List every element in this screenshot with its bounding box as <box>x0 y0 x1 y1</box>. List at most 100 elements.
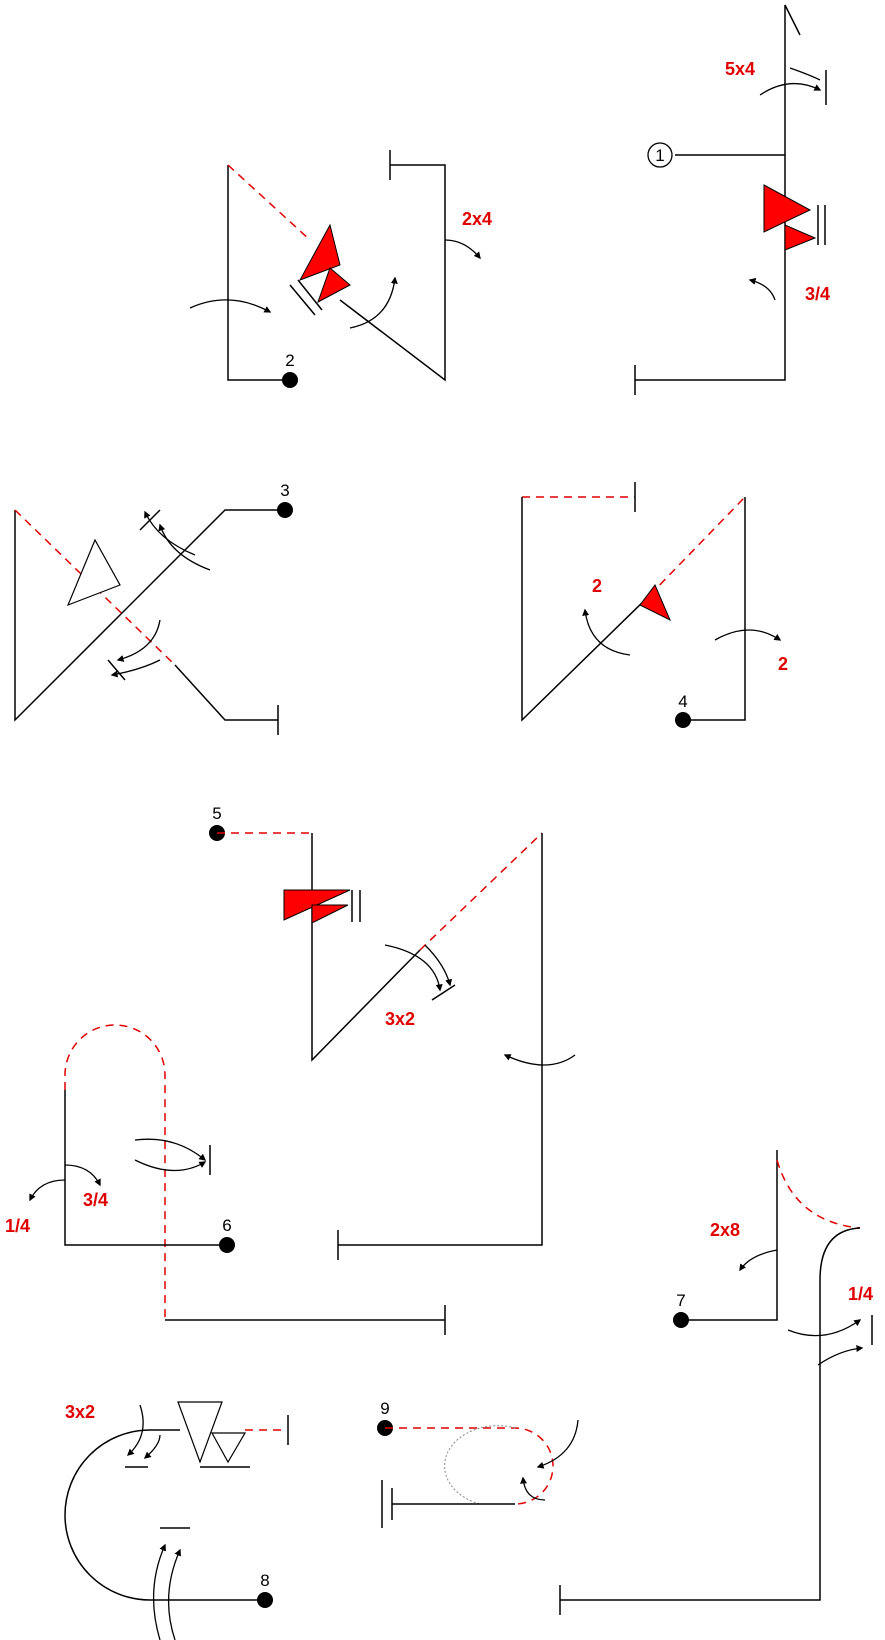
label-2x4: 2x4 <box>462 209 492 229</box>
turn-arrow <box>110 659 161 678</box>
end-bars <box>817 205 826 245</box>
white-triangle-small <box>210 1432 247 1464</box>
turn-arrow <box>787 1319 862 1337</box>
path-line <box>64 1090 225 1246</box>
red-triangle-small <box>317 267 351 304</box>
end-bars <box>289 279 323 316</box>
path-line <box>635 5 786 381</box>
turn-arrow <box>424 944 453 987</box>
path-line <box>683 1150 778 1321</box>
figure-2: 2 2x4 <box>189 150 492 388</box>
path-line <box>685 497 746 721</box>
turn-arc <box>789 67 821 81</box>
turn-arrow <box>29 1179 66 1202</box>
turn-arrow <box>64 1164 101 1187</box>
red-triangle-small <box>784 224 817 251</box>
label-2-b: 2 <box>778 654 788 674</box>
marker-8-label: 8 <box>260 1571 269 1590</box>
marker-dot <box>219 1237 235 1253</box>
dashed-loop <box>385 1427 554 1505</box>
marker-4-label: 4 <box>678 692 687 711</box>
label-1-4-left: 1/4 <box>5 1216 30 1236</box>
figure-9: 9 <box>377 1399 579 1528</box>
turn-arrow <box>134 1159 207 1172</box>
end-bar <box>107 659 126 681</box>
label-5x4: 5x4 <box>725 59 755 79</box>
turn-arrow <box>158 523 211 571</box>
marker-6-label: 6 <box>222 1216 231 1235</box>
figure-7: 7 2x8 1/4 <box>559 1150 873 1615</box>
red-triangle <box>298 223 341 281</box>
marker-3-label: 3 <box>280 481 289 500</box>
path-line <box>14 509 280 722</box>
marker-5-label: 5 <box>212 804 221 823</box>
marker-dot <box>673 1312 689 1328</box>
turn-arrow <box>126 1404 144 1456</box>
dashed-arc <box>776 1159 861 1229</box>
path-line <box>227 165 290 381</box>
path-line <box>784 4 801 36</box>
turn-arrow <box>116 619 161 662</box>
turn-arrow <box>444 239 481 260</box>
path-line <box>174 664 278 721</box>
white-triangle <box>177 1401 223 1464</box>
dotted-arc <box>444 1425 516 1505</box>
turn-arrow <box>739 1249 778 1272</box>
figure-1: 1 5x4 3/4 <box>634 4 830 395</box>
turn-arrow <box>167 1548 181 1640</box>
turn-arrow <box>152 1543 166 1640</box>
end-bar <box>431 984 456 1001</box>
figure-6: 6 3/4 1/4 <box>5 1024 446 1335</box>
path-line <box>338 833 543 1246</box>
path-line <box>339 164 446 382</box>
marker-1-label: 1 <box>655 146 664 165</box>
figure-5: 5 3x2 <box>209 804 576 1260</box>
turn-arrow <box>349 276 398 329</box>
turn-arrow <box>503 1054 576 1066</box>
turn-arrow <box>714 629 782 641</box>
dashed-line <box>419 832 543 951</box>
turn-arrow <box>817 1345 864 1366</box>
end-bars <box>351 890 361 922</box>
label-2-a: 2 <box>592 576 602 596</box>
end-bars <box>381 1480 393 1528</box>
turn-arrow <box>384 944 443 992</box>
turn-arrow <box>520 1476 546 1501</box>
white-triangle <box>66 538 121 607</box>
marker-2-label: 2 <box>285 351 294 370</box>
turn-arrow <box>748 277 776 301</box>
figure-3: 3 <box>14 481 293 735</box>
figure-4: 4 2 2 <box>521 482 788 728</box>
dashed-loop <box>64 1024 166 1320</box>
label-3x2-bottom: 3x2 <box>65 1402 95 1422</box>
turn-arrow <box>536 1419 579 1469</box>
red-triangle <box>639 584 671 622</box>
label-1-4-right: 1/4 <box>848 1284 873 1304</box>
marker-dot <box>277 502 293 518</box>
path-line <box>560 1227 861 1601</box>
turn-arrow <box>759 82 822 96</box>
red-triangle-small <box>311 904 349 924</box>
turn-arrow <box>189 299 272 313</box>
marker-dot <box>675 712 691 728</box>
turn-arrow <box>143 1434 161 1459</box>
turn-arrow <box>134 1138 207 1161</box>
figure-8: 8 3x2 <box>64 1401 289 1640</box>
label-3-4-top: 3/4 <box>805 284 830 304</box>
marker-dot <box>257 1592 273 1608</box>
label-2x8: 2x8 <box>710 1220 740 1240</box>
marker-7-label: 7 <box>676 1291 685 1310</box>
marker-circle <box>647 142 673 168</box>
end-bar <box>139 509 161 531</box>
dashed-line <box>14 509 176 666</box>
turn-arrow <box>144 510 196 556</box>
path-line <box>521 497 651 722</box>
label-3-4-left: 3/4 <box>83 1190 108 1210</box>
turn-arrow <box>582 608 631 656</box>
path-line <box>64 1429 265 1601</box>
red-triangle <box>763 184 812 233</box>
dashed-line <box>649 496 746 596</box>
dashed-line <box>227 164 311 241</box>
